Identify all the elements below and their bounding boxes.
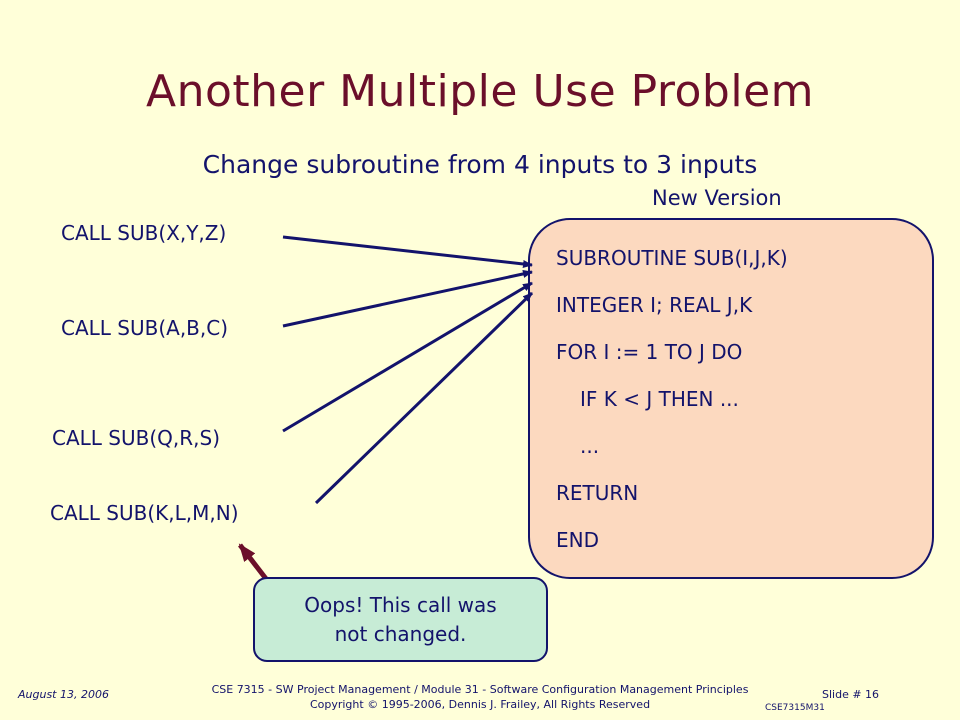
- code-line: RETURN: [556, 481, 639, 505]
- code-line: END: [556, 528, 599, 552]
- callout-text-line1: Oops! This call was: [304, 593, 497, 617]
- arrow-call1-to-sub: [282, 235, 533, 268]
- footer-copyright-line: Copyright © 1995-2006, Dennis J. Frailey…: [309, 698, 651, 711]
- call-statement-abc: CALL SUB(A,B,C): [61, 316, 229, 340]
- call-statement-klmn: CALL SUB(K,L,M,N): [50, 501, 239, 525]
- oops-callout: Oops! This call was not changed.: [253, 577, 548, 662]
- call-statement-xyz: CALL SUB(X,Y,Z): [61, 221, 227, 245]
- footer-center: CSE 7315 - SW Project Management / Modul…: [0, 682, 960, 712]
- code-line: SUBROUTINE SUB(I,J,K): [556, 246, 788, 270]
- subroutine-box: SUBROUTINE SUB(I,J,K) INTEGER I; REAL J,…: [528, 218, 934, 579]
- callout-text-line2: not changed.: [334, 622, 467, 646]
- arrow-call2-to-sub: [282, 269, 533, 328]
- code-line: IF K < J THEN ...: [580, 387, 739, 411]
- code-line: INTEGER I; REAL J,K: [556, 293, 753, 317]
- arrow-call4-to-sub: [314, 291, 534, 505]
- code-line: ...: [580, 434, 600, 458]
- arrow-call3-to-sub: [282, 281, 533, 433]
- new-version-label: New Version: [652, 186, 782, 210]
- slide-subtitle: Change subroutine from 4 inputs to 3 inp…: [202, 150, 758, 179]
- call-statement-qrs: CALL SUB(Q,R,S): [52, 426, 220, 450]
- module-code: CSE7315M31: [765, 703, 825, 713]
- slide-number: Slide # 16: [822, 688, 880, 701]
- code-line: FOR I := 1 TO J DO: [556, 340, 743, 364]
- footer-date: August 13, 2006: [18, 688, 109, 701]
- slide-title: Another Multiple Use Problem: [145, 66, 815, 117]
- footer-course-line: CSE 7315 - SW Project Management / Modul…: [211, 683, 749, 696]
